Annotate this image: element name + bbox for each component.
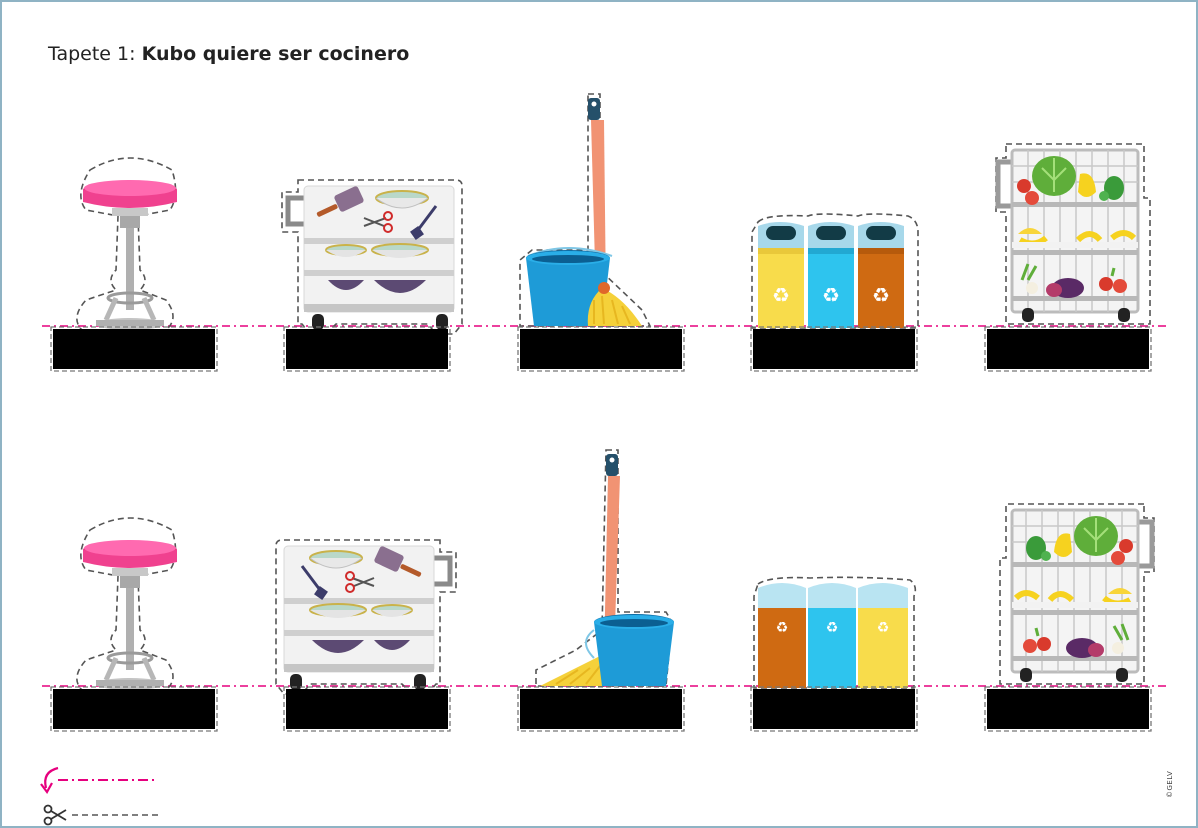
label-box-2-5 <box>984 686 1152 732</box>
utensil-cart-cutout-1[interactable] <box>282 180 462 334</box>
stool-cutout-1[interactable] <box>77 158 177 330</box>
title-text: Kubo quiere ser cocinero <box>141 43 410 65</box>
utensil-cart-cutout-2[interactable] <box>276 540 456 694</box>
label-box-2-3 <box>517 686 685 732</box>
stool-cutout-2[interactable] <box>77 518 177 690</box>
fold-arrow-icon <box>40 766 59 795</box>
page-title: Tapete 1: Kubo quiere ser cocinero <box>48 43 409 65</box>
label-box-1-5 <box>984 326 1152 372</box>
label-box-1-3 <box>517 326 685 372</box>
label-box-2-2 <box>283 686 451 732</box>
recycling-bins-cutout-1[interactable] <box>751 213 919 329</box>
cut-legend <box>43 804 158 826</box>
vegetable-cart-cutout-1[interactable] <box>996 144 1150 324</box>
label-box-1-2 <box>283 326 451 372</box>
mop-bucket-cutout-1[interactable] <box>519 93 651 327</box>
label-box-1-1 <box>50 326 218 372</box>
label-box-1-4 <box>750 326 918 372</box>
label-box-2-1 <box>50 686 218 732</box>
title-prefix: Tapete 1: <box>48 43 142 65</box>
label-box-2-4 <box>750 686 918 732</box>
mop-bucket-cutout-2[interactable] <box>535 449 675 687</box>
copyright-credit: ©GELV <box>1166 770 1174 798</box>
vegetable-cart-cutout-2[interactable] <box>1000 504 1154 684</box>
scissors-icon <box>43 804 67 826</box>
fold-legend <box>40 766 158 795</box>
recycling-bins-cutout-2[interactable] <box>753 576 917 689</box>
